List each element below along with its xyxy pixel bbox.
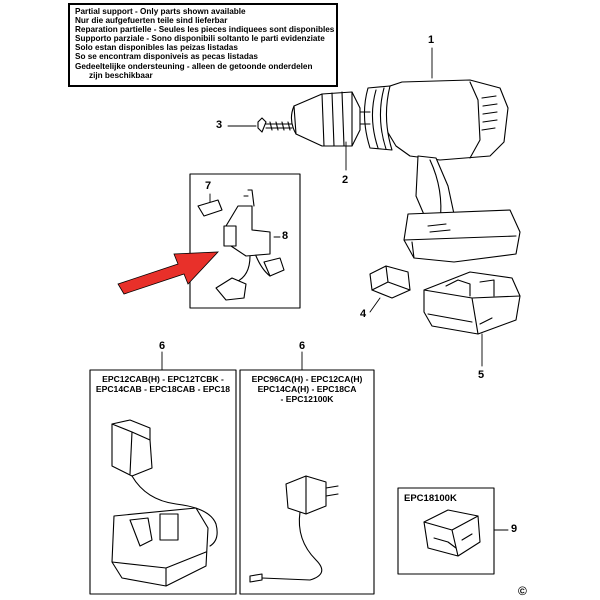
callout-6a[interactable]: 6 — [159, 340, 166, 352]
callout-6b[interactable]: 6 — [299, 340, 306, 352]
wall-charger-b — [249, 475, 339, 583]
chuck — [290, 91, 371, 147]
notice-line: Partial support - Only parts shown avail… — [75, 7, 246, 16]
charger-base-a — [111, 419, 218, 587]
model-list-line: EPC14CAB - EPC18CAB - EPC18 — [95, 384, 231, 394]
notice-line: Reparation partielle - Seules les pieces… — [75, 25, 335, 35]
callout-7[interactable]: 7 — [205, 180, 212, 192]
notice-line: Nur die aufgefuerten teile sind lieferba… — [75, 16, 228, 26]
callout-4[interactable]: 4 — [360, 308, 367, 320]
notice-line: zijn beschikbaar — [89, 70, 153, 80]
red-pointer-arrow — [117, 251, 219, 295]
charger-box-b-title: EPC96CA(H) - EPC12CA(H) EPC14CA(H) - EPC… — [242, 374, 372, 404]
callout-3[interactable]: 3 — [216, 119, 223, 131]
notice-line: So se encontram disponiveis as pecas lis… — [75, 52, 258, 62]
chuck-screw — [257, 117, 293, 133]
callout-5[interactable]: 5 — [478, 369, 485, 381]
model-list-line: EPC12CAB(H) - EPC12TCBK - — [102, 374, 224, 384]
drill-body — [363, 79, 521, 263]
carry-case — [423, 509, 481, 557]
model-list-line: - EPC12100K — [280, 394, 334, 404]
callout-1[interactable]: 1 — [428, 34, 435, 46]
kit-box-label: EPC18100K — [404, 493, 457, 504]
notice-line: Supporto parziale - Sono disponibili sol… — [75, 34, 325, 44]
battery-terminal-cover — [369, 265, 411, 299]
notice-line: Solo estan disponibles las peizas listad… — [75, 43, 238, 53]
callout-8[interactable]: 8 — [282, 230, 289, 242]
callout-9[interactable]: 9 — [511, 523, 518, 535]
model-list-line: EPC14CA(H) - EPC18CA — [257, 384, 357, 394]
battery-pack — [423, 271, 521, 335]
switch-assembly — [197, 189, 285, 301]
model-list-line: EPC96CA(H) - EPC12CA(H) — [251, 374, 363, 384]
callout-2[interactable]: 2 — [342, 174, 349, 186]
copyright-mark: © — [518, 584, 527, 598]
notice-line: Gedeeltelijke ondersteuning - alleen de … — [75, 61, 313, 71]
partial-support-notice: Partial support - Only parts shown avail… — [68, 3, 338, 87]
callout-leaders — [161, 47, 509, 531]
charger-box-a-title: EPC12CAB(H) - EPC12TCBK - EPC14CAB - EPC… — [92, 374, 234, 394]
